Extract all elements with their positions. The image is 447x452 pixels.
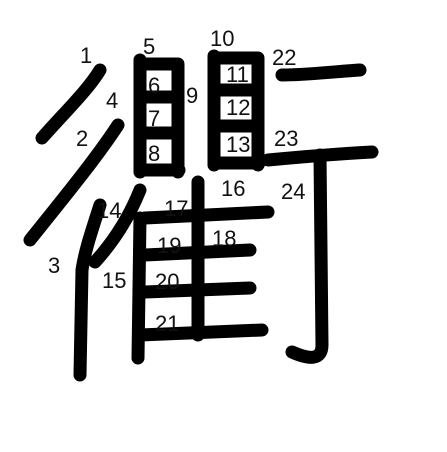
stroke-label-14: 14 — [97, 198, 121, 223]
stroke-label-6: 6 — [148, 73, 160, 98]
stroke-label-21: 21 — [155, 311, 179, 336]
stroke-2 — [23, 118, 125, 247]
stroke-label-5: 5 — [143, 34, 155, 59]
stroke-22 — [275, 63, 367, 82]
stroke-label-16: 16 — [221, 176, 245, 201]
stroke-20 — [138, 281, 257, 299]
stroke-label-4: 4 — [106, 88, 118, 113]
stroke-label-8: 8 — [148, 141, 160, 166]
stroke-label-24: 24 — [281, 179, 305, 204]
stroke-1 — [35, 63, 107, 145]
stroke-label-20: 20 — [155, 269, 179, 294]
stroke-label-23: 23 — [274, 126, 298, 151]
stroke-21 — [133, 323, 269, 342]
stroke-label-13: 13 — [226, 132, 250, 157]
stroke-label-18: 18 — [212, 226, 236, 251]
stroke-label-22: 22 — [272, 45, 296, 70]
stroke-label-19: 19 — [157, 233, 181, 258]
stroke-label-11: 11 — [226, 62, 249, 87]
stroke-label-15: 15 — [102, 268, 126, 293]
stroke-label-3: 3 — [48, 253, 60, 278]
stroke-label-2: 2 — [76, 126, 88, 151]
stroke-19 — [138, 243, 257, 262]
stroke-label-9: 9 — [186, 83, 198, 108]
stroke-label-17: 17 — [164, 196, 188, 221]
stroke-label-7: 7 — [148, 106, 160, 131]
stroke-14 — [88, 183, 147, 269]
stroke-3 — [73, 198, 107, 382]
stroke-24 — [285, 148, 329, 364]
stroke-label-10: 10 — [210, 26, 234, 51]
stroke-label-1: 1 — [80, 43, 92, 68]
stroke-17 — [138, 205, 275, 225]
stroke-label-12: 12 — [226, 95, 250, 120]
